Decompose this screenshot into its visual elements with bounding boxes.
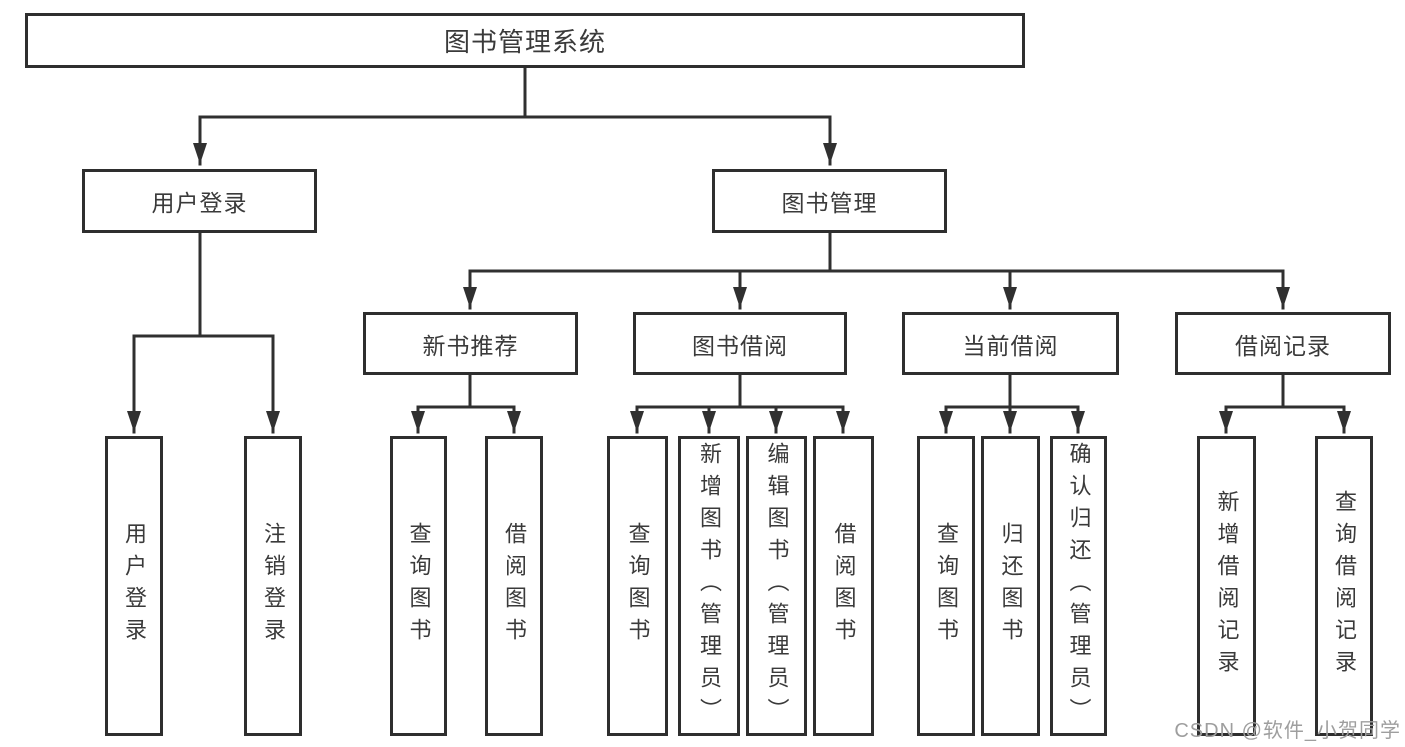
watermark: CSDN @软件_小贺同学 xyxy=(1174,720,1401,742)
leaf-edit-books-admin: 编辑图书（管理员） xyxy=(746,436,807,736)
leaf-query-books-current: 查询图书 xyxy=(917,436,975,736)
node-new-book-recommendation: 新书推荐 xyxy=(363,312,578,375)
node-book-management: 图书管理 xyxy=(712,169,947,233)
leaf-return-books-label: 归还图书 xyxy=(998,522,1024,650)
node-book-borrowing: 图书借阅 xyxy=(633,312,847,375)
leaf-user-login-label: 用户登录 xyxy=(122,522,147,650)
leaf-confirm-return-admin: 确认归还（管理员） xyxy=(1050,436,1107,736)
node-current-borrowing: 当前借阅 xyxy=(902,312,1119,375)
leaf-add-books-admin: 新增图书（管理员） xyxy=(678,436,740,736)
leaf-query-books-recommend-label: 查询图书 xyxy=(406,522,432,650)
leaf-add-books-admin-label: 新增图书（管理员） xyxy=(697,442,722,730)
leaf-edit-books-admin-label: 编辑图书（管理员） xyxy=(764,442,790,730)
leaf-add-borrow-record: 新增借阅记录 xyxy=(1197,436,1256,736)
leaf-borrow-books-recommend-label: 借阅图书 xyxy=(502,522,527,650)
leaf-borrow-books-label: 借阅图书 xyxy=(831,522,857,650)
leaf-confirm-return-admin-label: 确认归还（管理员） xyxy=(1066,442,1092,730)
leaf-return-books: 归还图书 xyxy=(981,436,1040,736)
leaf-logout-label: 注销登录 xyxy=(261,522,286,650)
node-borrowing-records: 借阅记录 xyxy=(1175,312,1391,375)
leaf-borrow-books: 借阅图书 xyxy=(813,436,874,736)
node-user-login: 用户登录 xyxy=(82,169,317,233)
leaf-query-borrow-record-label: 查询借阅记录 xyxy=(1332,490,1357,682)
node-library-management-system: 图书管理系统 xyxy=(25,13,1025,68)
leaf-user-login: 用户登录 xyxy=(105,436,163,736)
leaf-query-books-borrow-label: 查询图书 xyxy=(625,522,651,650)
leaf-add-borrow-record-label: 新增借阅记录 xyxy=(1214,490,1240,682)
leaf-borrow-books-recommend: 借阅图书 xyxy=(485,436,543,736)
leaf-query-books-recommend: 查询图书 xyxy=(390,436,447,736)
leaf-query-books-current-label: 查询图书 xyxy=(934,522,959,650)
leaf-query-books-borrow: 查询图书 xyxy=(607,436,668,736)
leaf-logout: 注销登录 xyxy=(244,436,302,736)
leaf-query-borrow-record: 查询借阅记录 xyxy=(1315,436,1373,736)
